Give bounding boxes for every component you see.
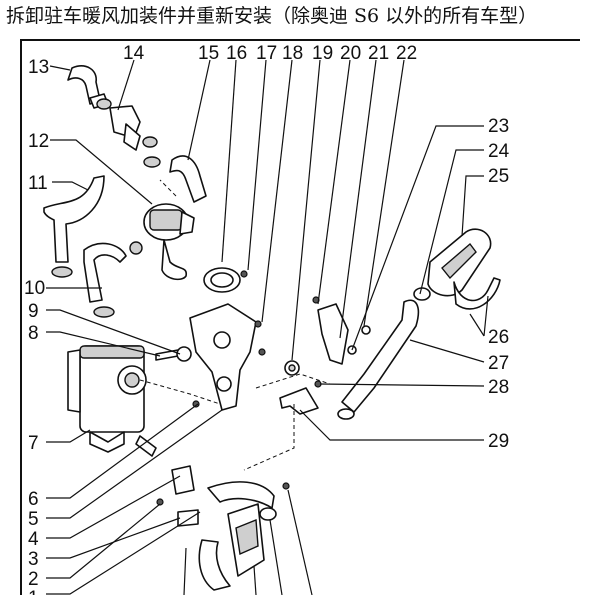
callout-11: 11 (28, 173, 48, 194)
bracket-20 (312, 296, 371, 365)
fuel-pipe-bracket-5 (171, 465, 195, 495)
callout-21: 21 (368, 43, 389, 64)
callout-4: 4 (28, 529, 39, 550)
callout-7: 7 (28, 433, 39, 454)
page-title: 拆卸驻车暖风加装件并重新安装（除奥迪 S6 以外的所有车型） (6, 5, 538, 27)
callout-9: 9 (28, 301, 39, 322)
exhaust-silencer-25 (413, 228, 492, 301)
callout-18: 18 (282, 43, 303, 64)
callout-12: 12 (28, 131, 49, 152)
auxiliary-heater-7 (67, 345, 157, 457)
retaining-clip-26 (453, 277, 501, 310)
callout-6: 6 (28, 489, 39, 510)
coolant-hose-10 (51, 241, 143, 318)
callout-27: 27 (488, 353, 509, 374)
exhaust-pipe-27 (337, 299, 420, 420)
callout-24: 24 (488, 141, 510, 162)
callout-14: 14 (123, 43, 145, 64)
coolant-hose-11 (43, 175, 105, 263)
callout-29: 29 (488, 431, 509, 452)
combustion-air-hose (198, 481, 275, 591)
callout-8: 8 (28, 323, 39, 344)
clip-3 (156, 498, 199, 527)
mounting-bracket-6 (189, 303, 266, 411)
callout-26: 26 (488, 327, 509, 348)
callout-22: 22 (396, 43, 417, 64)
leader-lines (46, 59, 489, 595)
callout-16: 16 (226, 43, 247, 64)
callout-10: 10 (24, 278, 45, 299)
intake-silencer (227, 482, 290, 577)
callout-2: 2 (28, 569, 39, 590)
callout-20: 20 (340, 43, 361, 64)
callout-15: 15 (198, 43, 219, 64)
callout-23: 23 (488, 116, 509, 137)
callout-13: 13 (28, 57, 49, 78)
bracket-29 (279, 380, 322, 415)
coolant-hose-15 (169, 155, 207, 203)
callout-25: 25 (488, 166, 509, 187)
callout-1: 1 (28, 588, 39, 595)
callout-17: 17 (256, 43, 277, 64)
callout-5: 5 (28, 509, 39, 530)
diagram-frame (20, 39, 580, 595)
callout-28: 28 (488, 377, 509, 398)
grommet-19 (284, 360, 300, 376)
circulation-pump-12 (143, 203, 195, 281)
callout-19: 19 (312, 43, 333, 64)
connector-pipe-14 (96, 98, 161, 168)
callout-3: 3 (28, 549, 39, 570)
clamp-ring-16 (203, 267, 248, 293)
bolt-8 (155, 346, 192, 362)
